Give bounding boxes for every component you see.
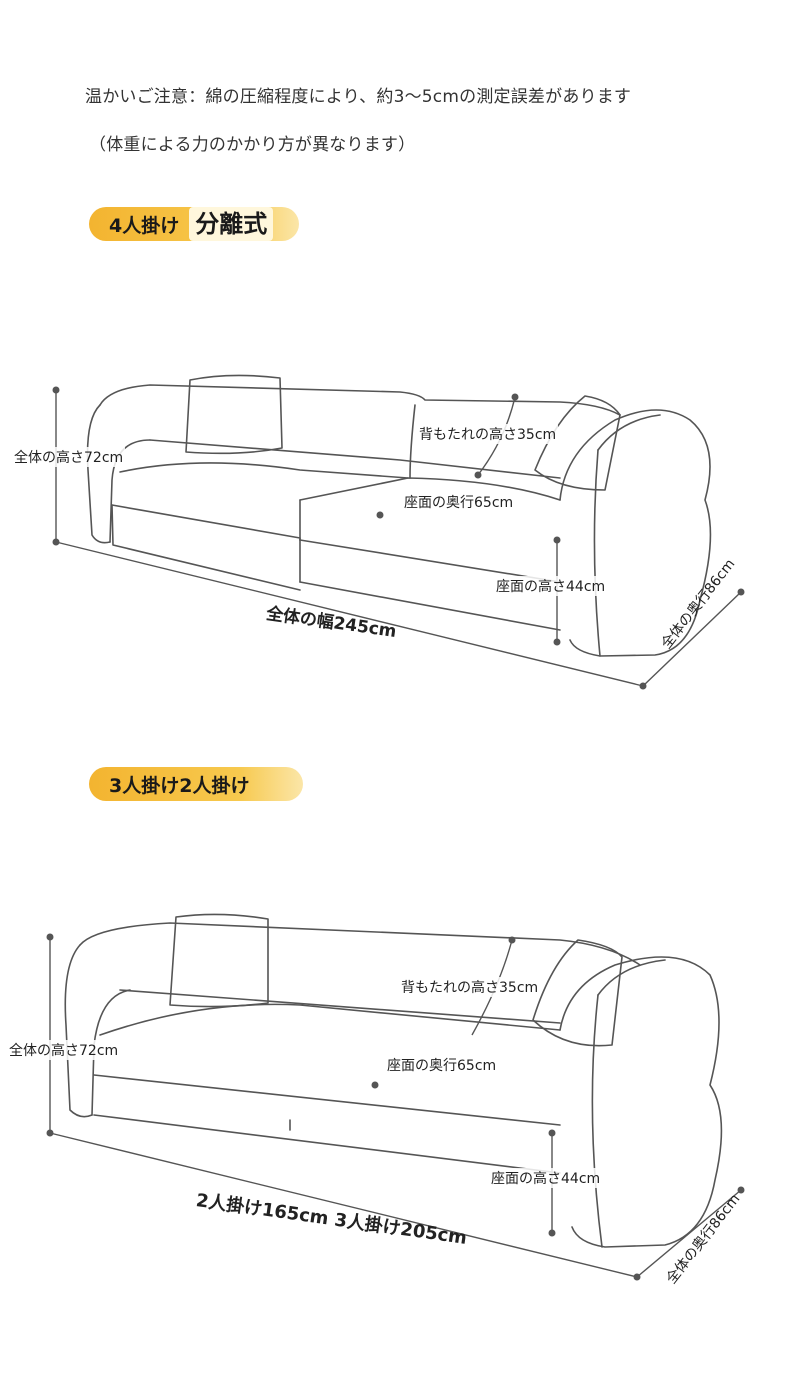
label-back-height: 背もたれの高さ35cm (417, 424, 559, 444)
label-seat-height: 座面の高さ44cm (489, 1168, 603, 1188)
tag-main-label: 3人掛け2人掛け (109, 774, 250, 797)
sofa-diagram-3-2-seater: 全体の高さ72cm 背もたれの高さ35cm 座面の奥行65cm 座面の高さ44c… (0, 905, 790, 1295)
label-seat-depth: 座面の奥行65cm (402, 492, 516, 512)
notice-line-1: 温かいご注意：綿の圧縮程度により、約3〜5cmの測定誤差があります (85, 87, 632, 107)
section-tag-3-2-seater: 3人掛け2人掛け (89, 767, 303, 801)
section-tag-4-seater: 4人掛け 分離式 (89, 207, 299, 241)
tag-sub-label: 分離式 (189, 207, 274, 241)
tag-main-label: 4人掛け (109, 214, 180, 237)
label-seat-height: 座面の高さ44cm (494, 576, 608, 596)
sofa-illustration (46, 913, 745, 1281)
label-back-height: 背もたれの高さ35cm (399, 977, 541, 997)
sofa-illustration (52, 374, 745, 690)
label-seat-depth: 座面の奥行65cm (385, 1055, 499, 1075)
notice-line-2: （体重による力のかかり方が異なります） (89, 135, 416, 155)
sofa-diagram-4-seater: 全体の高さ72cm 背もたれの高さ35cm 座面の奥行65cm 座面の高さ44c… (0, 360, 790, 700)
label-overall-height: 全体の高さ72cm (12, 447, 126, 467)
label-overall-height: 全体の高さ72cm (7, 1040, 121, 1060)
